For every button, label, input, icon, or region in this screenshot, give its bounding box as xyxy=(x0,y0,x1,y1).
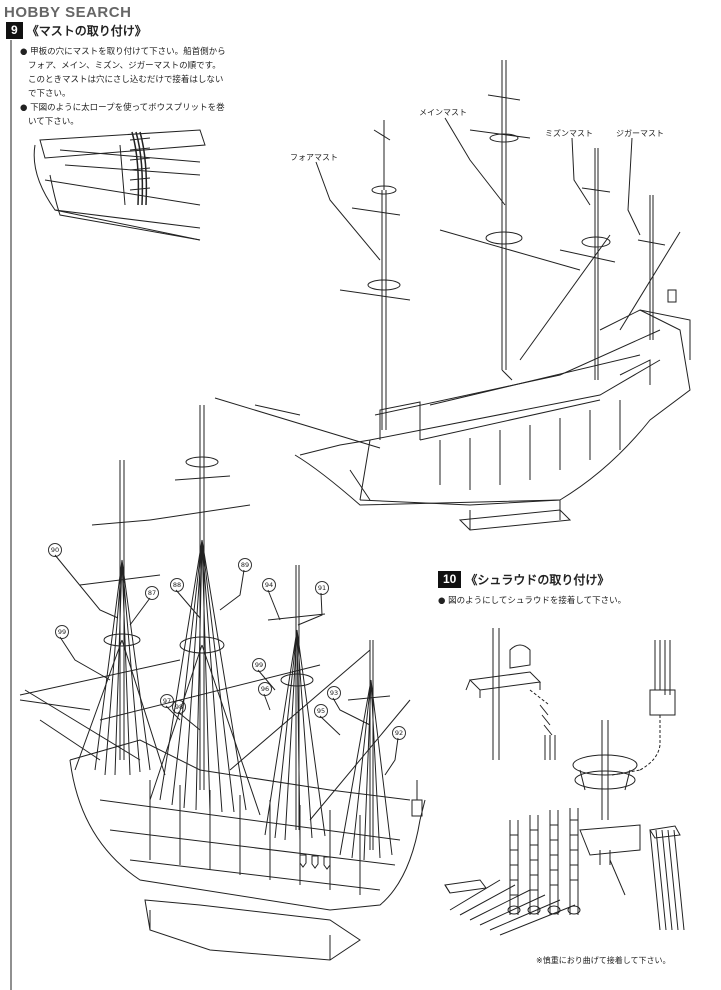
step9-note-line: ● 下図のように太ロープを使ってボウスプリットを巻 xyxy=(20,103,225,113)
label-main-mast: メインマスト xyxy=(419,108,467,117)
label-mizzen-mast: ミズンマスト xyxy=(545,129,593,138)
step10-number: 10 xyxy=(438,571,462,588)
part-number-87: 87 xyxy=(145,586,159,600)
ship-with-shrouds-step10 xyxy=(19,405,426,961)
step10-footnote: ※慎重におり曲げて接着して下さい。 xyxy=(536,956,671,965)
step9-note-line: このときマストは穴にさし込むだけで接着はしない xyxy=(28,75,224,85)
shroud-detail-diagrams xyxy=(444,628,685,936)
step9-title: 《マストの取り付け》 xyxy=(26,24,147,38)
label-jigger-mast: ジガーマスト xyxy=(616,129,664,138)
step9-note-line: ● 甲板の穴にマストを取り付けて下さい。船首側から xyxy=(20,47,226,57)
step9-note-line: フォア、メイン、ミズン、ジガーマストの順です。 xyxy=(28,61,221,71)
part-number-92: 92 xyxy=(392,726,406,740)
part-number-89: 89 xyxy=(238,558,252,572)
bowsprit-rope-detail xyxy=(33,129,206,241)
ship-with-masts-step9 xyxy=(214,60,691,531)
label-fore-mast: フォアマスト xyxy=(290,153,338,162)
step9-note-line: いて下さい。 xyxy=(28,117,79,127)
step9-heading: 9 《マストの取り付け》 xyxy=(6,22,147,39)
step9-notes: ● 甲板の穴にマストを取り付けて下さい。船首側から フォア、メイン、ミズン、ジガ… xyxy=(20,45,270,129)
step10-heading: 10 《シュラウドの取り付け》 xyxy=(438,571,609,588)
part-number-99-left: 99 xyxy=(55,625,69,639)
step9-number: 9 xyxy=(6,22,23,39)
watermark: HOBBY SEARCH xyxy=(4,4,132,21)
step10-note: ● 図のようにしてシュラウドを接着して下さい。 xyxy=(438,596,627,606)
part-number-90: 90 xyxy=(48,543,62,557)
step10-title: 《シュラウドの取り付け》 xyxy=(465,573,610,587)
part-number-91: 91 xyxy=(315,581,329,595)
step9-note-line: で下さい。 xyxy=(28,89,71,99)
